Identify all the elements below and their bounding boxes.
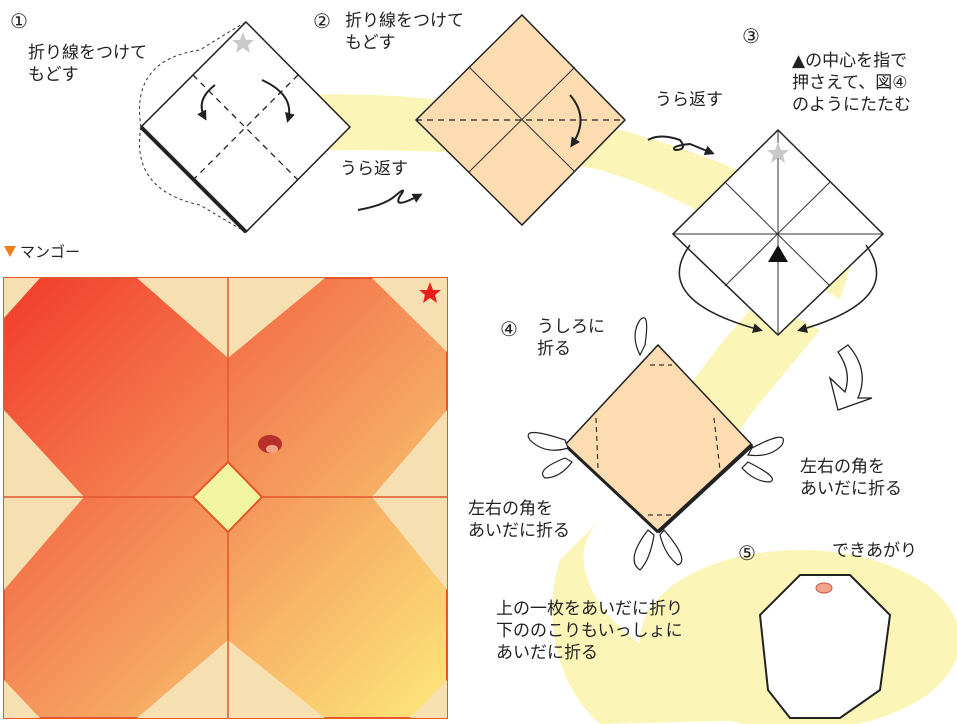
star-icon <box>419 282 441 303</box>
step1-figure <box>139 20 352 234</box>
step1-instruction: 折り線をつけて もどす <box>28 43 147 85</box>
center-diamond <box>191 460 264 534</box>
step4-number: ④ <box>500 317 518 341</box>
step3-figure <box>671 128 885 411</box>
pattern-title: マンゴー <box>20 243 81 261</box>
turn-over-icon-2 <box>647 135 715 155</box>
turn-over-icon-1 <box>357 189 423 211</box>
step2-number: ② <box>313 9 331 33</box>
turn-over-label-1: うら返す <box>340 159 408 179</box>
step4-note-left: 左右の角を あいだに折る <box>468 499 570 541</box>
step3-instruction: ▲の中心を指で 押さえて、図④ のようにたたむ <box>792 51 911 115</box>
step5-number: ⑤ <box>738 541 756 565</box>
step5-figure <box>758 574 892 719</box>
step5-instruction: できあがり <box>832 541 917 561</box>
big-arrow-icon <box>828 344 873 411</box>
step1-number: ① <box>10 9 28 33</box>
turn-over-label-2: うら返す <box>655 90 723 110</box>
triangle-marker-icon <box>768 245 788 262</box>
step4-note-bottom: 上の一枚をあいだに折り 下ののこりもいっしょに あいだに折る <box>496 599 683 663</box>
star-icon <box>767 142 789 163</box>
stem-icon <box>815 582 833 594</box>
step4-figure <box>527 317 784 571</box>
step2-instruction: 折り線をつけて もどす <box>345 11 464 53</box>
paper-pattern <box>3 246 448 719</box>
step4-instruction: うしろに 折る <box>537 317 605 359</box>
step2-figure <box>414 13 627 227</box>
star-icon <box>232 32 254 53</box>
triangle-down-icon <box>4 246 16 257</box>
step3-number: ③ <box>742 24 760 48</box>
step4-note-right: 左右の角を あいだに折る <box>800 457 902 499</box>
